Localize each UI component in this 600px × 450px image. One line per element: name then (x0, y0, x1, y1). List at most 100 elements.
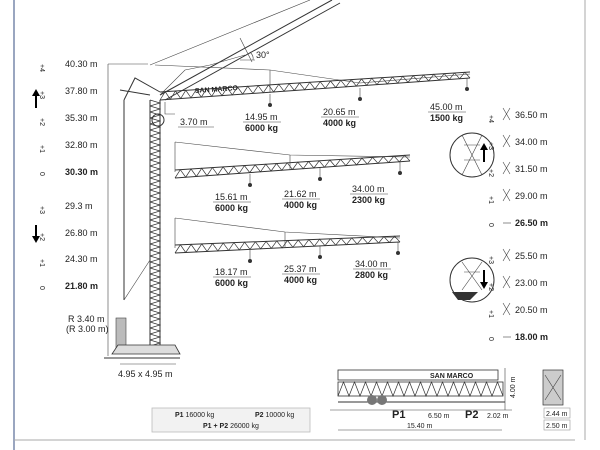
slew-radius-alt: (R 3.00 m) (66, 324, 109, 334)
crane-mast (104, 77, 181, 359)
transport-brand: SAN MARCO (430, 373, 474, 380)
mast-section-icon (502, 188, 511, 202)
hook-icon (248, 259, 252, 263)
load-weight: 2800 kg (355, 270, 388, 280)
height-value: 35.30 m (65, 113, 98, 123)
height-step: +2 (38, 118, 45, 126)
height-step: +3 (38, 91, 45, 99)
load-weight: 4000 kg (284, 275, 317, 285)
height-step: +1 (487, 310, 494, 318)
height-step: 0 (487, 337, 494, 341)
height-step: +3 (487, 256, 494, 264)
hook-icon (358, 97, 362, 101)
jib-brand: SAN MARCO (195, 85, 239, 95)
mid-jib (174, 141, 411, 179)
height-value: 29.3 m (65, 201, 93, 211)
load-radius: 34.00 m (352, 184, 385, 194)
hook-icon (318, 255, 322, 259)
height-value: 18.00 m (515, 332, 548, 342)
hook-icon (398, 171, 402, 175)
total-weight: 26000 kg (230, 423, 259, 430)
hook-icon (396, 251, 400, 255)
mast-section-icon (502, 161, 511, 175)
slew-radius: R 3.40 m (68, 314, 105, 324)
load-radius: 34.00 m (355, 259, 388, 269)
load-radius: 45.00 m (430, 102, 463, 112)
height-value: 31.50 m (515, 164, 548, 174)
height-step: +1 (487, 196, 494, 204)
main-jib: SAN MARCO (154, 64, 471, 101)
height-value: 34.00 m (515, 137, 548, 147)
transport-p2: P2 (465, 409, 478, 421)
height-value: 37.80 m (65, 86, 98, 96)
hook-icon (465, 87, 469, 91)
load-weight: 4000 kg (284, 200, 317, 210)
height-step: 0 (38, 286, 45, 290)
height-value: 32.80 m (65, 140, 98, 150)
height-step: +1 (38, 145, 45, 153)
arrow-up-icon (32, 89, 40, 108)
load-weight: 2300 kg (352, 195, 385, 205)
hook-icon (318, 177, 322, 181)
height-step: +2 (487, 169, 494, 177)
transport-length: 15.40 m (407, 423, 432, 430)
height-step: +3 (487, 142, 494, 150)
height-value: 25.50 m (515, 251, 548, 261)
mast-section-icon (502, 107, 511, 121)
height-step: +4 (38, 64, 45, 72)
transport-end-view (542, 369, 564, 406)
height-value: 20.50 m (515, 305, 548, 315)
climb-down-detail-icon (449, 257, 495, 303)
short-jib (174, 217, 401, 254)
slewing-ring (151, 113, 165, 127)
arrow-down-icon (32, 225, 40, 243)
base-size: 4.95 x 4.95 m (118, 369, 173, 379)
svg-text:P1 + P2 26000 kg: P1 + P2 26000 kg (203, 423, 259, 430)
load-radius: 14.95 m (245, 112, 278, 122)
height-value: 26.80 m (65, 228, 98, 238)
mast-section-icon (502, 134, 511, 148)
axle-gap: 6.50 m (428, 413, 450, 420)
load-weight: 1500 kg (430, 113, 463, 123)
svg-text:P2 10000 kg: P2 10000 kg (255, 412, 294, 419)
luff-angle-label: 30° (256, 50, 270, 60)
width-outer: 2.50 m (546, 423, 568, 430)
load-weight: 6000 kg (245, 123, 278, 133)
height-step: 0 (487, 223, 494, 227)
load-radius: 20.65 m (323, 107, 356, 117)
hook-icon (268, 103, 272, 107)
p1-weight: 16000 kg (186, 412, 215, 419)
height-step: +4 (487, 115, 494, 123)
load-weight: 6000 kg (215, 278, 248, 288)
height-step: +2 (487, 283, 494, 291)
crane-base (111, 344, 181, 355)
transport-p1: P1 (392, 409, 405, 421)
mast-section-icon (502, 275, 511, 289)
load-radius: 21.62 m (284, 189, 317, 199)
load-weight: 4000 kg (323, 118, 356, 128)
width-inner: 2.44 m (546, 411, 568, 418)
luffed-jib (149, 0, 341, 101)
hook-icon (248, 183, 252, 187)
load-radius: 18.17 m (215, 267, 248, 277)
height-value: 26.50 m (515, 218, 548, 228)
climb-up-detail-icon (449, 132, 495, 178)
mast-section-icon (502, 302, 511, 316)
height-value: 21.80 m (65, 281, 98, 291)
height-value: 24.30 m (65, 254, 98, 264)
weights-box (151, 407, 311, 433)
height-step: 0 (38, 172, 45, 176)
load-radius: 15.61 m (215, 192, 248, 202)
height-value: 23.00 m (515, 278, 548, 288)
rear-overhang: 2.02 m (487, 413, 509, 420)
min-radius: 3.70 m (180, 117, 208, 127)
p2-weight: 10000 kg (266, 412, 295, 419)
height-step: +2 (38, 233, 45, 241)
height-value: 29.00 m (515, 191, 548, 201)
mast-section-icon (502, 248, 511, 262)
load-radius: 25.37 m (284, 264, 317, 274)
load-weight: 6000 kg (215, 203, 248, 213)
